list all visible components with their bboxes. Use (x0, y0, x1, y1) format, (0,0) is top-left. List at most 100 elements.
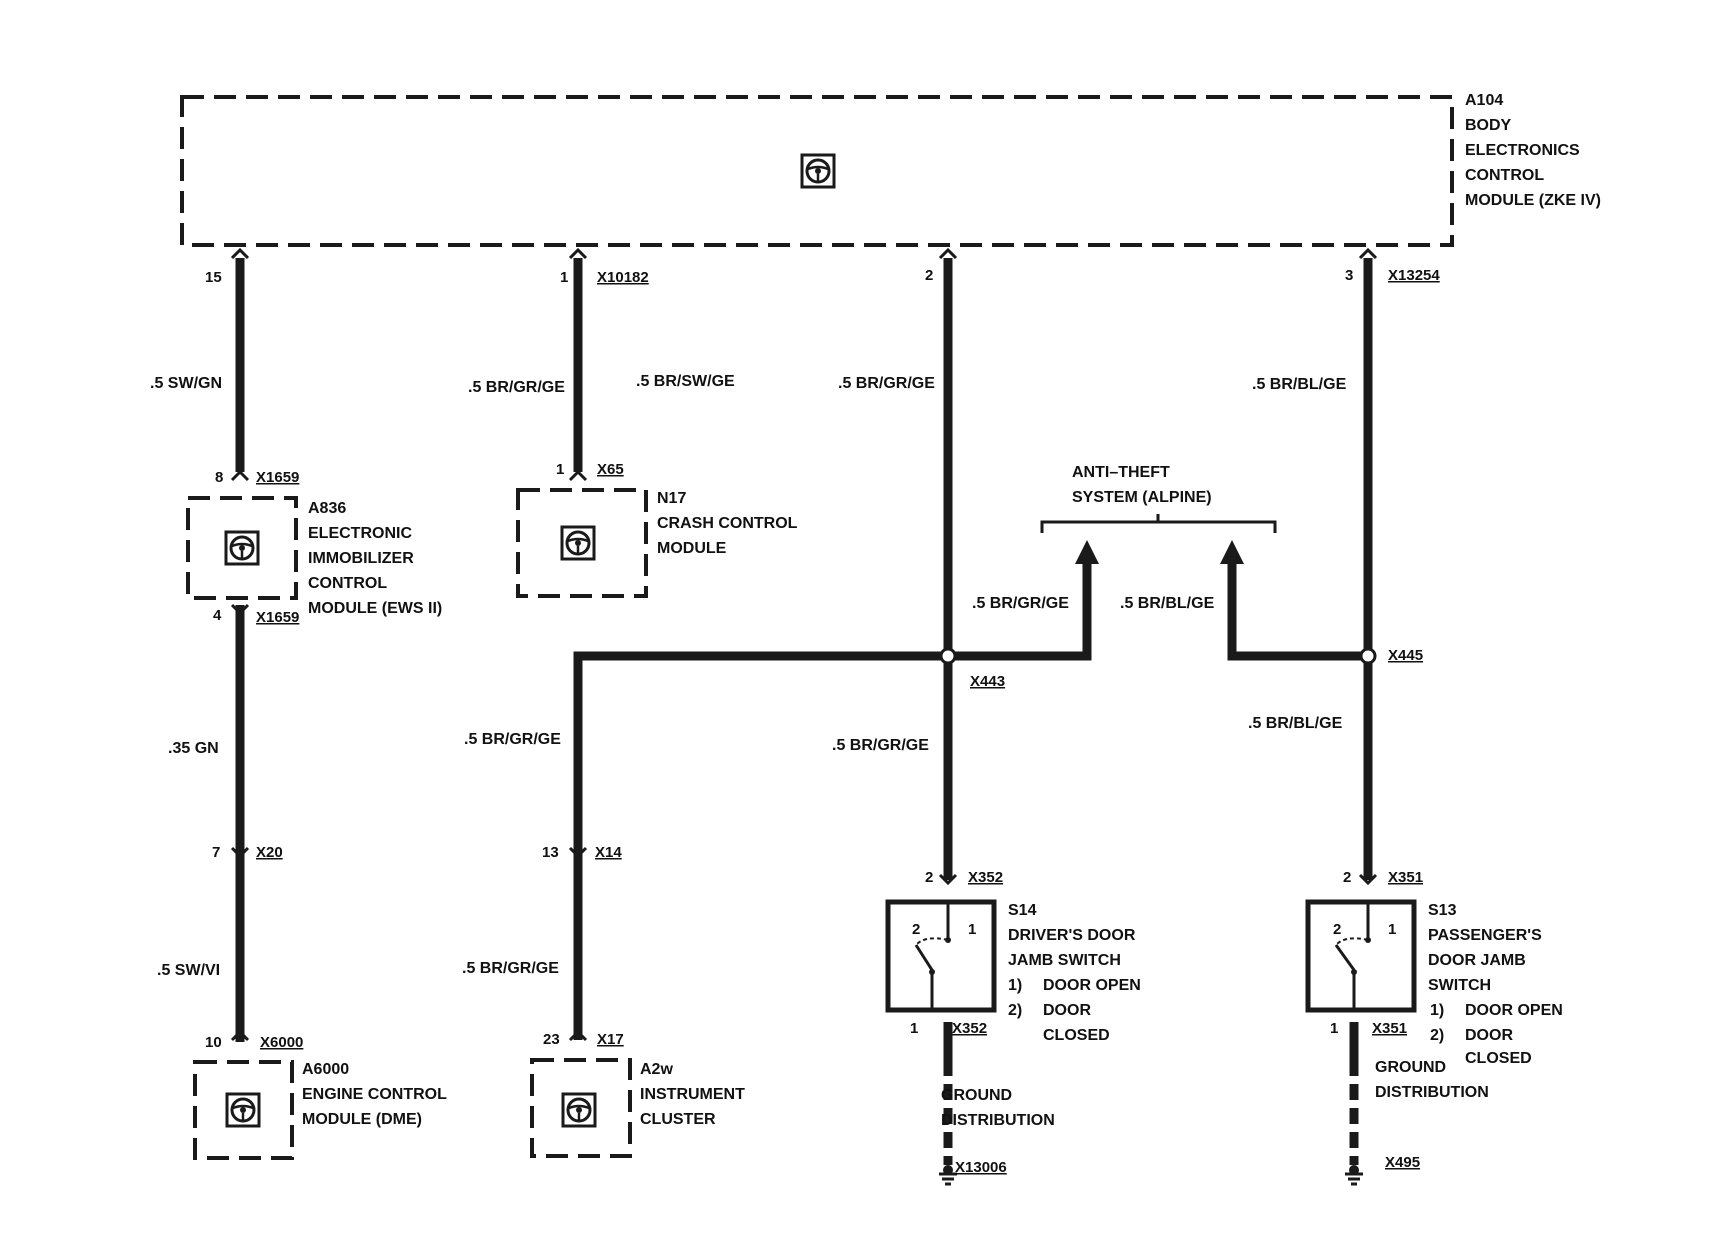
a104-line-4: MODULE (ZKE IV) (1465, 192, 1601, 209)
a2w-line-2: CLUSTER (640, 1111, 716, 1128)
alpine-line-1: ANTI–THEFT (1072, 464, 1170, 481)
s13-line-3: SWITCH (1428, 977, 1491, 994)
a836-line-1: ELECTRONIC (308, 525, 412, 542)
s14-line-2: JAMB SWITCH (1008, 952, 1121, 969)
a6000-line-2: MODULE (DME) (302, 1111, 422, 1128)
steering-wheel-icon (224, 530, 260, 566)
alpine-line-2: SYSTEM (ALPINE) (1072, 489, 1212, 506)
pin-1-top: 1 (560, 269, 568, 286)
s13-state-2-text: DOOR (1465, 1027, 1513, 1044)
pin-1-n17: 1 (556, 461, 564, 478)
wire-label-sw-vi: .5 SW/VI (157, 962, 220, 979)
s14-state-2-num: 2) (1008, 1002, 1022, 1019)
connector-x65: X65 (597, 461, 624, 478)
connector-x352-top: X352 (968, 869, 1003, 886)
wire-label-br-bl-ge-1: .5 BR/BL/GE (1252, 376, 1347, 393)
s13-contact-1: 1 (1388, 921, 1396, 938)
pin-3-top: 3 (1345, 267, 1353, 284)
n17-line-2: MODULE (657, 540, 727, 557)
s14-state-2-text-b: CLOSED (1043, 1027, 1110, 1044)
pin-1-s13: 1 (1330, 1020, 1338, 1037)
s14-contact-1: 1 (968, 921, 976, 938)
s13-line-2: DOOR JAMB (1428, 952, 1526, 969)
anti-theft-system: ANTI–THEFT SYSTEM (ALPINE) (1040, 464, 1277, 533)
wire-label-35-gn: .35 GN (168, 740, 219, 757)
connector-x17: X17 (597, 1031, 624, 1048)
s14-line-1: DRIVER'S DOOR (1008, 927, 1136, 944)
pin-2-top: 2 (925, 267, 933, 284)
s14-state-1-num: 1) (1008, 977, 1022, 994)
pin-7: 7 (212, 844, 220, 861)
module-a6000: A6000 ENGINE CONTROL MODULE (DME) (193, 1060, 447, 1160)
a6000-code: A6000 (302, 1061, 349, 1078)
wire-label-br-bl-ge-3: .5 BR/BL/GE (1248, 715, 1343, 732)
connector-x14: X14 (595, 844, 622, 861)
ground-symbol-icon (1343, 1163, 1365, 1186)
a836-line-3: CONTROL (308, 575, 387, 592)
ground-s14-line-2: DISTRIBUTION (941, 1112, 1055, 1129)
a2w-code: A2w (640, 1061, 673, 1078)
a836-code: A836 (308, 500, 346, 517)
ground-s14-line-1: GROUND (941, 1087, 1012, 1104)
switch-s14: 2 1 S14 DRIVER'S DOOR JAMB SWITCH 1) DOO… (885, 899, 1141, 1044)
steering-wheel-icon (800, 153, 836, 189)
wire-label-br-gr-ge-4: .5 BR/GR/GE (838, 375, 935, 392)
wire-column-3 (937, 247, 1099, 1186)
connector-x10182: X10182 (597, 269, 649, 286)
s14-state-1-text: DOOR OPEN (1043, 977, 1141, 994)
module-a836: A836 ELECTRONIC IMMOBILIZER CONTROL MODU… (186, 496, 442, 617)
connector-x351-bottom: X351 (1372, 1020, 1407, 1037)
a104-line-1: BODY (1465, 117, 1512, 134)
s13-line-1: PASSENGER'S (1428, 927, 1542, 944)
connector-x1659-bottom: X1659 (256, 609, 299, 626)
s13-state-2-num: 2) (1430, 1027, 1444, 1044)
s13-state-2-text-b: CLOSED (1465, 1050, 1532, 1067)
steering-wheel-icon (560, 525, 596, 561)
s13-state-1-text: DOOR OPEN (1465, 1002, 1563, 1019)
pin-1-s14: 1 (910, 1020, 918, 1037)
pin-10: 10 (205, 1034, 222, 1051)
module-a104: A104 BODY ELECTRONICS CONTROL MODULE (ZK… (180, 92, 1601, 247)
a104-line-3: CONTROL (1465, 167, 1544, 184)
pin-23: 23 (543, 1031, 560, 1048)
a2w-line-1: INSTRUMENT (640, 1086, 745, 1103)
connector-x495: X495 (1385, 1154, 1420, 1171)
steering-wheel-icon (225, 1092, 261, 1128)
pin-13: 13 (542, 844, 559, 861)
wire-label-sw-gn: .5 SW/GN (150, 375, 222, 392)
pin-4: 4 (213, 607, 222, 624)
ground-s13-line-1: GROUND (1375, 1059, 1446, 1076)
a836-line-4: MODULE (EWS II) (308, 600, 442, 617)
connector-x6000: X6000 (260, 1034, 303, 1051)
connector-x352-bottom: X352 (952, 1020, 987, 1037)
pin-15: 15 (205, 269, 222, 286)
ground-s13-line-2: DISTRIBUTION (1375, 1084, 1489, 1101)
wire-label-br-gr-ge-6: .5 BR/GR/GE (832, 737, 929, 754)
connector-x1659-top: X1659 (256, 469, 299, 486)
module-n17: N17 CRASH CONTROL MODULE (516, 488, 798, 598)
s13-contact-2: 2 (1333, 921, 1341, 938)
a836-line-2: IMMOBILIZER (308, 550, 414, 567)
connector-x351-top: X351 (1388, 869, 1423, 886)
steering-wheel-icon (561, 1092, 597, 1128)
wire-label-br-sw-ge: .5 BR/SW/GE (636, 373, 735, 390)
n17-code: N17 (657, 490, 686, 507)
wire-column-1 (230, 247, 250, 1042)
connector-x445: X445 (1388, 647, 1423, 664)
a6000-line-1: ENGINE CONTROL (302, 1086, 447, 1103)
connector-x443: X443 (970, 673, 1005, 690)
wire-label-br-gr-ge-1: .5 BR/GR/GE (468, 379, 565, 396)
wire-column-4 (1220, 247, 1378, 1186)
switch-s13: 2 1 S13 PASSENGER'S DOOR JAMB SWITCH 1) … (1305, 899, 1563, 1067)
connector-x13006: X13006 (955, 1159, 1007, 1176)
a104-line-2: ELECTRONICS (1465, 142, 1580, 159)
s14-code: S14 (1008, 902, 1037, 919)
wire-label-br-gr-ge-3: .5 BR/GR/GE (462, 960, 559, 977)
s13-state-1-num: 1) (1430, 1002, 1444, 1019)
pin-2-s14: 2 (925, 869, 933, 886)
wire-column-2 (568, 247, 945, 1042)
wire-label-br-gr-ge-2: .5 BR/GR/GE (464, 731, 561, 748)
connector-x20: X20 (256, 844, 283, 861)
wire-label-br-bl-ge-2: .5 BR/BL/GE (1120, 595, 1215, 612)
